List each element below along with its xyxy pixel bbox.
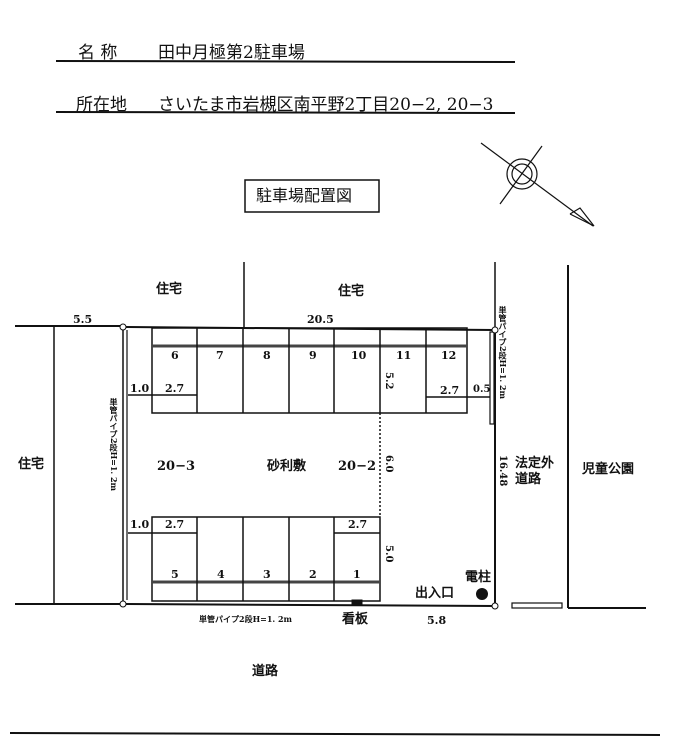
neighbor-left: 住宅 — [18, 457, 45, 472]
dim-top-right-space: 2.7 — [440, 384, 460, 397]
dim-top-depth: 5.2 — [383, 372, 394, 390]
dim-left-offset: 5.5 — [73, 313, 93, 326]
address-label: 所在地 — [76, 95, 127, 115]
dim-top-left-space: 2.7 — [165, 382, 185, 395]
utility-pole-icon — [476, 588, 488, 600]
name-label: 名 称 — [78, 43, 118, 63]
right-road-line1: 法定外 — [515, 456, 555, 471]
neighbor-park: 児童公園 — [582, 462, 635, 477]
dim-top-left-gap: 1.0 — [130, 382, 150, 395]
dim-bottom-right-space: 2.7 — [348, 518, 368, 531]
dim-right-length: 16.48 — [497, 455, 508, 487]
fence-label-bottom: 単管パイプ2段H=1. 2m — [199, 614, 292, 624]
space-7: 7 — [216, 349, 224, 362]
space-2: 2 — [309, 568, 317, 581]
space-6: 6 — [171, 349, 179, 362]
title-box — [244, 179, 380, 213]
space-1: 1 — [353, 568, 361, 581]
dim-top-right-gap: 0.5 — [473, 384, 491, 395]
space-5: 5 — [171, 568, 179, 581]
utility-pole-label: 電柱 — [465, 570, 492, 585]
neighbor-top-left: 住宅 — [156, 282, 183, 297]
dim-aisle: 6.0 — [383, 455, 394, 473]
space-3: 3 — [263, 568, 271, 581]
right-road-line2: 道路 — [515, 472, 542, 487]
dim-bottom-left-space: 2.7 — [165, 518, 185, 531]
entrance-label: 出入口 — [415, 586, 455, 601]
neighbor-top-right: 住宅 — [338, 284, 365, 299]
space-12: 12 — [441, 349, 457, 362]
fence-label-right: 単管パイプ2段H=1. 2m — [498, 306, 508, 399]
signboard-mark — [351, 599, 363, 606]
diagram-title: 駐車場配置図 — [256, 186, 353, 205]
surface-label: 砂利敷 — [267, 459, 307, 474]
name-underline — [55, 60, 516, 63]
dim-top-width: 20.5 — [307, 313, 334, 326]
space-9: 9 — [309, 349, 317, 362]
north-arrow-icon — [480, 142, 595, 227]
space-11: 11 — [396, 349, 412, 362]
name-value: 田中月極第2駐車場 — [158, 43, 305, 63]
lot-20-2: 20−2 — [338, 459, 377, 474]
lot-20-3: 20−3 — [157, 459, 196, 474]
space-10: 10 — [351, 349, 367, 362]
bottom-road: 道路 — [252, 664, 279, 679]
dim-bottom-depth: 5.0 — [383, 545, 394, 563]
dim-bottom-left-gap: 1.0 — [130, 518, 150, 531]
address-underline — [55, 111, 516, 114]
space-8: 8 — [263, 349, 271, 362]
dim-entrance-width: 5.8 — [427, 614, 447, 627]
address-value: さいたま市岩槻区南平野2丁目20−2, 20−3 — [158, 95, 494, 115]
fence-label-left: 単管パイプ2段H=1. 2m — [109, 398, 119, 491]
signboard-label: 看板 — [342, 612, 369, 627]
space-4: 4 — [217, 568, 225, 581]
